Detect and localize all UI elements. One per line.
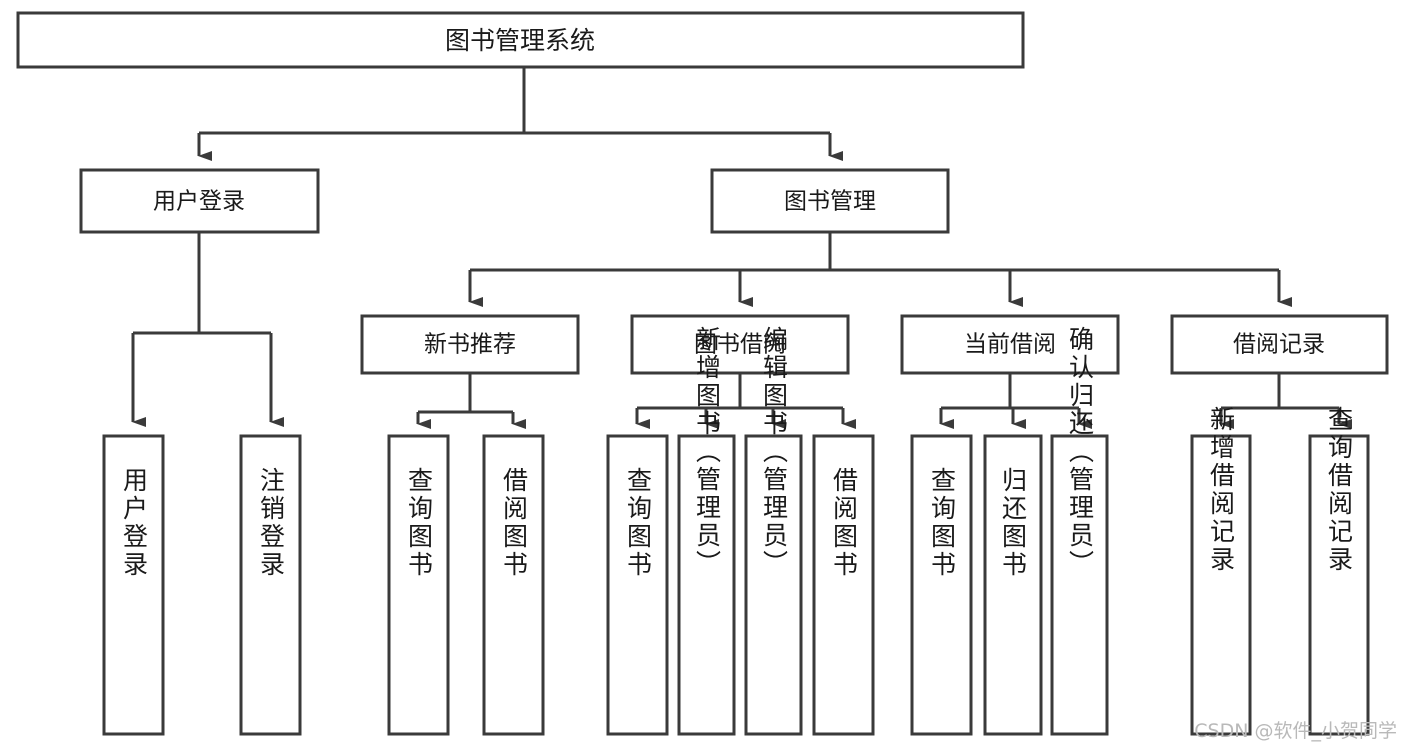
node-new-book-rec-label: 新书推荐 <box>424 332 516 358</box>
leaf-node-logout[interactable]: 注销登录 <box>239 434 302 736</box>
node-book-manage-box <box>710 168 950 234</box>
node-borrow-record[interactable]: 借阅记录 <box>1170 314 1389 375</box>
node-borrow-record-label: 借阅记录 <box>1233 332 1325 358</box>
node-user-login[interactable]: 用户登录 <box>79 168 320 234</box>
node-current-borrow-label: 当前借阅 <box>964 332 1056 358</box>
leaf-node-query-book-2[interactable]: 查询图书 <box>606 434 669 736</box>
leaf-node-return-book[interactable]: 归还图书 <box>983 434 1043 736</box>
node-user-login-box <box>79 168 320 234</box>
leaf-borrow-book-1-box <box>482 434 545 736</box>
node-current-borrow-box <box>900 314 1120 375</box>
leaf-node-query-book-3[interactable]: 查询图书 <box>910 434 973 736</box>
leaf-query-record-label: 查询借阅记录 <box>1325 406 1354 574</box>
leaf-query-book-1-box <box>387 434 450 736</box>
leaf-user-login-box <box>102 434 165 736</box>
leaf-node-edit-book[interactable]: 编辑图书（管理员） <box>744 326 803 736</box>
leaf-user-login-label: 用户登录 <box>120 467 149 579</box>
leaf-logout-box <box>239 434 302 736</box>
leaf-query-book-2-box <box>606 434 669 736</box>
node-user-login-label: 用户登录 <box>153 189 245 215</box>
leaf-add-record-label: 新增借阅记录 <box>1207 406 1236 574</box>
leaf-add-book-label: 新增图书（管理员） <box>693 326 722 578</box>
leaf-node-confirm-return[interactable]: 确认归还（管理员） <box>1050 326 1109 736</box>
leaf-confirm-return-label: 确认归还（管理员） <box>1066 326 1095 578</box>
node-book-manage[interactable]: 图书管理 <box>710 168 950 234</box>
leaf-node-query-book-1[interactable]: 查询图书 <box>387 434 450 736</box>
leaf-return-book-box <box>983 434 1043 736</box>
node-new-book-rec-box <box>360 314 580 375</box>
node-new-book-rec[interactable]: 新书推荐 <box>360 314 580 375</box>
node-current-borrow[interactable]: 当前借阅 <box>900 314 1120 375</box>
leaf-borrow-book-2-box <box>812 434 875 736</box>
leaf-borrow-book-2-label: 借阅图书 <box>830 467 859 579</box>
leaf-add-book-box <box>677 434 736 736</box>
leaf-add-record-box <box>1190 434 1252 736</box>
node-book-borrow-box <box>630 314 850 375</box>
leaf-logout-label: 注销登录 <box>257 467 286 579</box>
leaf-node-borrow-book-2[interactable]: 借阅图书 <box>812 434 875 736</box>
node-root-box <box>16 11 1025 69</box>
node-borrow-record-box <box>1170 314 1389 375</box>
leaf-node-borrow-book-1[interactable]: 借阅图书 <box>482 434 545 736</box>
leaf-query-book-1-label: 查询图书 <box>405 467 434 579</box>
watermark-text: CSDN @软件_小贺同学 <box>1194 720 1397 742</box>
leaf-node-query-record[interactable]: 查询借阅记录 <box>1308 406 1370 736</box>
leaf-confirm-return-box <box>1050 434 1109 736</box>
leaf-borrow-book-1-label: 借阅图书 <box>500 467 529 579</box>
leaf-node-user-login[interactable]: 用户登录 <box>102 434 165 736</box>
leaf-query-book-3-label: 查询图书 <box>928 467 957 579</box>
node-book-borrow[interactable]: 图书借阅 <box>630 314 850 375</box>
leaf-edit-book-label: 编辑图书（管理员） <box>760 326 789 578</box>
leaf-query-record-box <box>1308 434 1370 736</box>
leaf-node-add-record[interactable]: 新增借阅记录 <box>1190 406 1252 736</box>
leaf-return-book-label: 归还图书 <box>999 467 1028 579</box>
node-root[interactable]: 图书管理系统 <box>16 11 1025 69</box>
leaf-node-add-book[interactable]: 新增图书（管理员） <box>677 326 736 736</box>
connectors-group <box>131 67 1352 429</box>
leaf-query-book-2-label: 查询图书 <box>624 467 653 579</box>
node-root-label: 图书管理系统 <box>445 26 595 55</box>
node-book-manage-label: 图书管理 <box>784 189 876 215</box>
node-book-borrow-label: 图书借阅 <box>694 332 786 358</box>
leaf-query-book-3-box <box>910 434 973 736</box>
leaf-edit-book-box <box>744 434 803 736</box>
